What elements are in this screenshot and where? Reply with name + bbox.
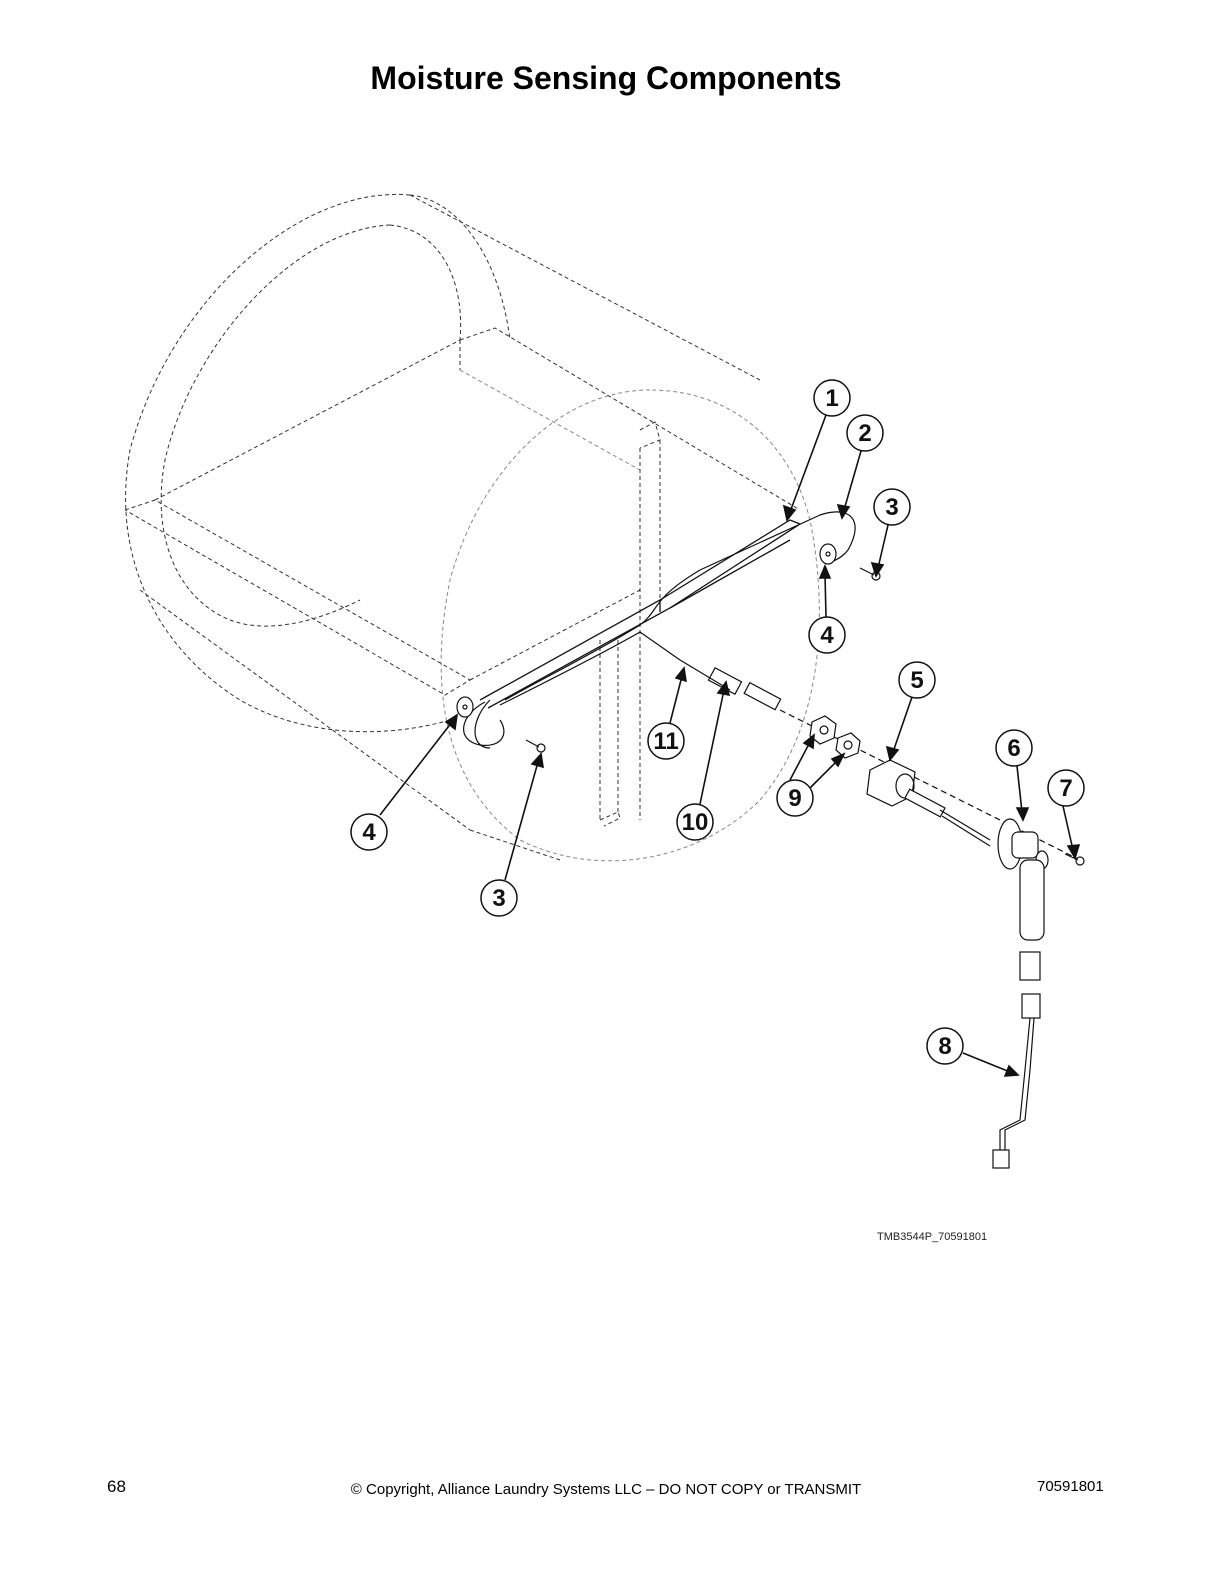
callout-3: 3 [873,488,911,526]
exploded-parts-diagram: 1 2 3 4 5 6 7 11 9 10 4 3 8 [124,193,1085,1169]
svg-text:10: 10 [682,809,709,836]
callout-10: 10 [676,803,714,841]
callout-5: 5 [898,661,936,699]
callout-9: 9 [776,779,814,817]
callout-11: 11 [647,722,685,760]
svg-text:8: 8 [938,1033,951,1060]
callout-8: 8 [926,1027,964,1065]
sensor-wires [462,511,856,749]
callout-4: 4 [808,616,846,654]
svg-text:7: 7 [1059,775,1072,802]
leader-arrows [379,414,1081,1077]
svg-text:4: 4 [362,819,376,846]
figure-id: TMB3544P_70591801 [877,1231,988,1243]
svg-text:3: 3 [885,494,898,521]
svg-text:5: 5 [910,667,923,694]
callout-6: 6 [995,729,1033,767]
dryer-drum-outline [124,193,820,862]
svg-text:11: 11 [653,728,678,755]
probe-assembly [456,543,1085,1169]
page-number: 68 [107,1477,126,1496]
svg-text:1: 1 [825,385,838,412]
callout-1: 1 [813,379,851,417]
svg-text:3: 3 [492,885,505,912]
copyright-notice: © Copyright, Alliance Laundry Systems LL… [350,1481,862,1498]
document-number: 70591801 [1037,1478,1104,1495]
callout-7: 7 [1047,769,1085,807]
page-title: Moisture Sensing Components [370,60,842,96]
svg-text:2: 2 [858,420,871,447]
svg-text:4: 4 [820,622,834,649]
svg-text:6: 6 [1007,735,1020,762]
svg-text:9: 9 [788,785,801,812]
callout-3-left: 3 [480,879,518,917]
callout-4-left: 4 [350,813,388,851]
callout-2: 2 [846,414,884,452]
